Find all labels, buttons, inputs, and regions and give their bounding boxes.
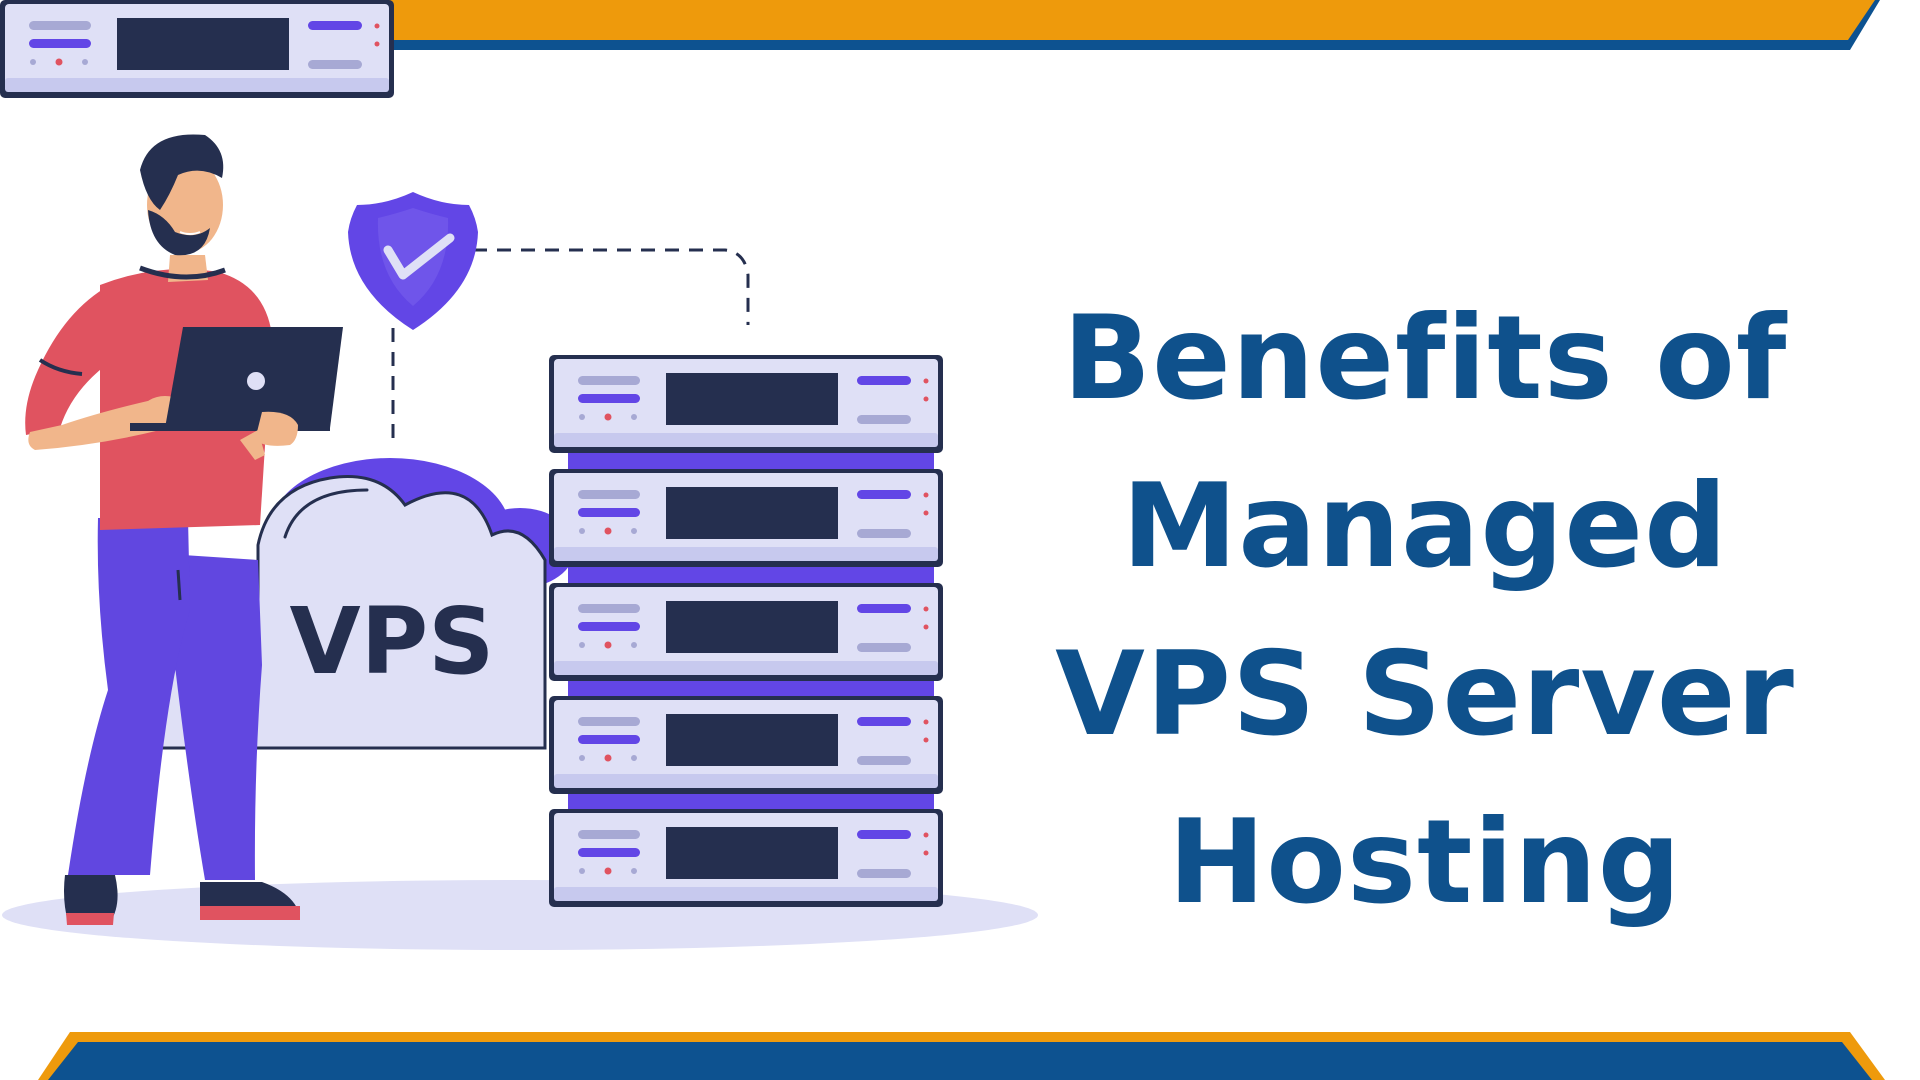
headline-line-3: VPS Server xyxy=(1055,627,1795,762)
person-figure xyxy=(25,134,343,925)
headline-line-2: Managed xyxy=(1121,459,1729,594)
headline-line-4: Hosting xyxy=(1168,795,1682,930)
server-rack-icon xyxy=(0,0,943,907)
headline-line-1: Benefits of xyxy=(1062,291,1788,426)
cloud-vps-label: VPS xyxy=(290,588,495,695)
shield-check-icon xyxy=(348,192,478,330)
bottom-banner xyxy=(38,1032,1885,1080)
dashed-connector xyxy=(391,248,750,440)
top-banner xyxy=(40,0,1880,50)
headline: Benefits of Managed VPS Server Hosting xyxy=(1055,275,1795,947)
